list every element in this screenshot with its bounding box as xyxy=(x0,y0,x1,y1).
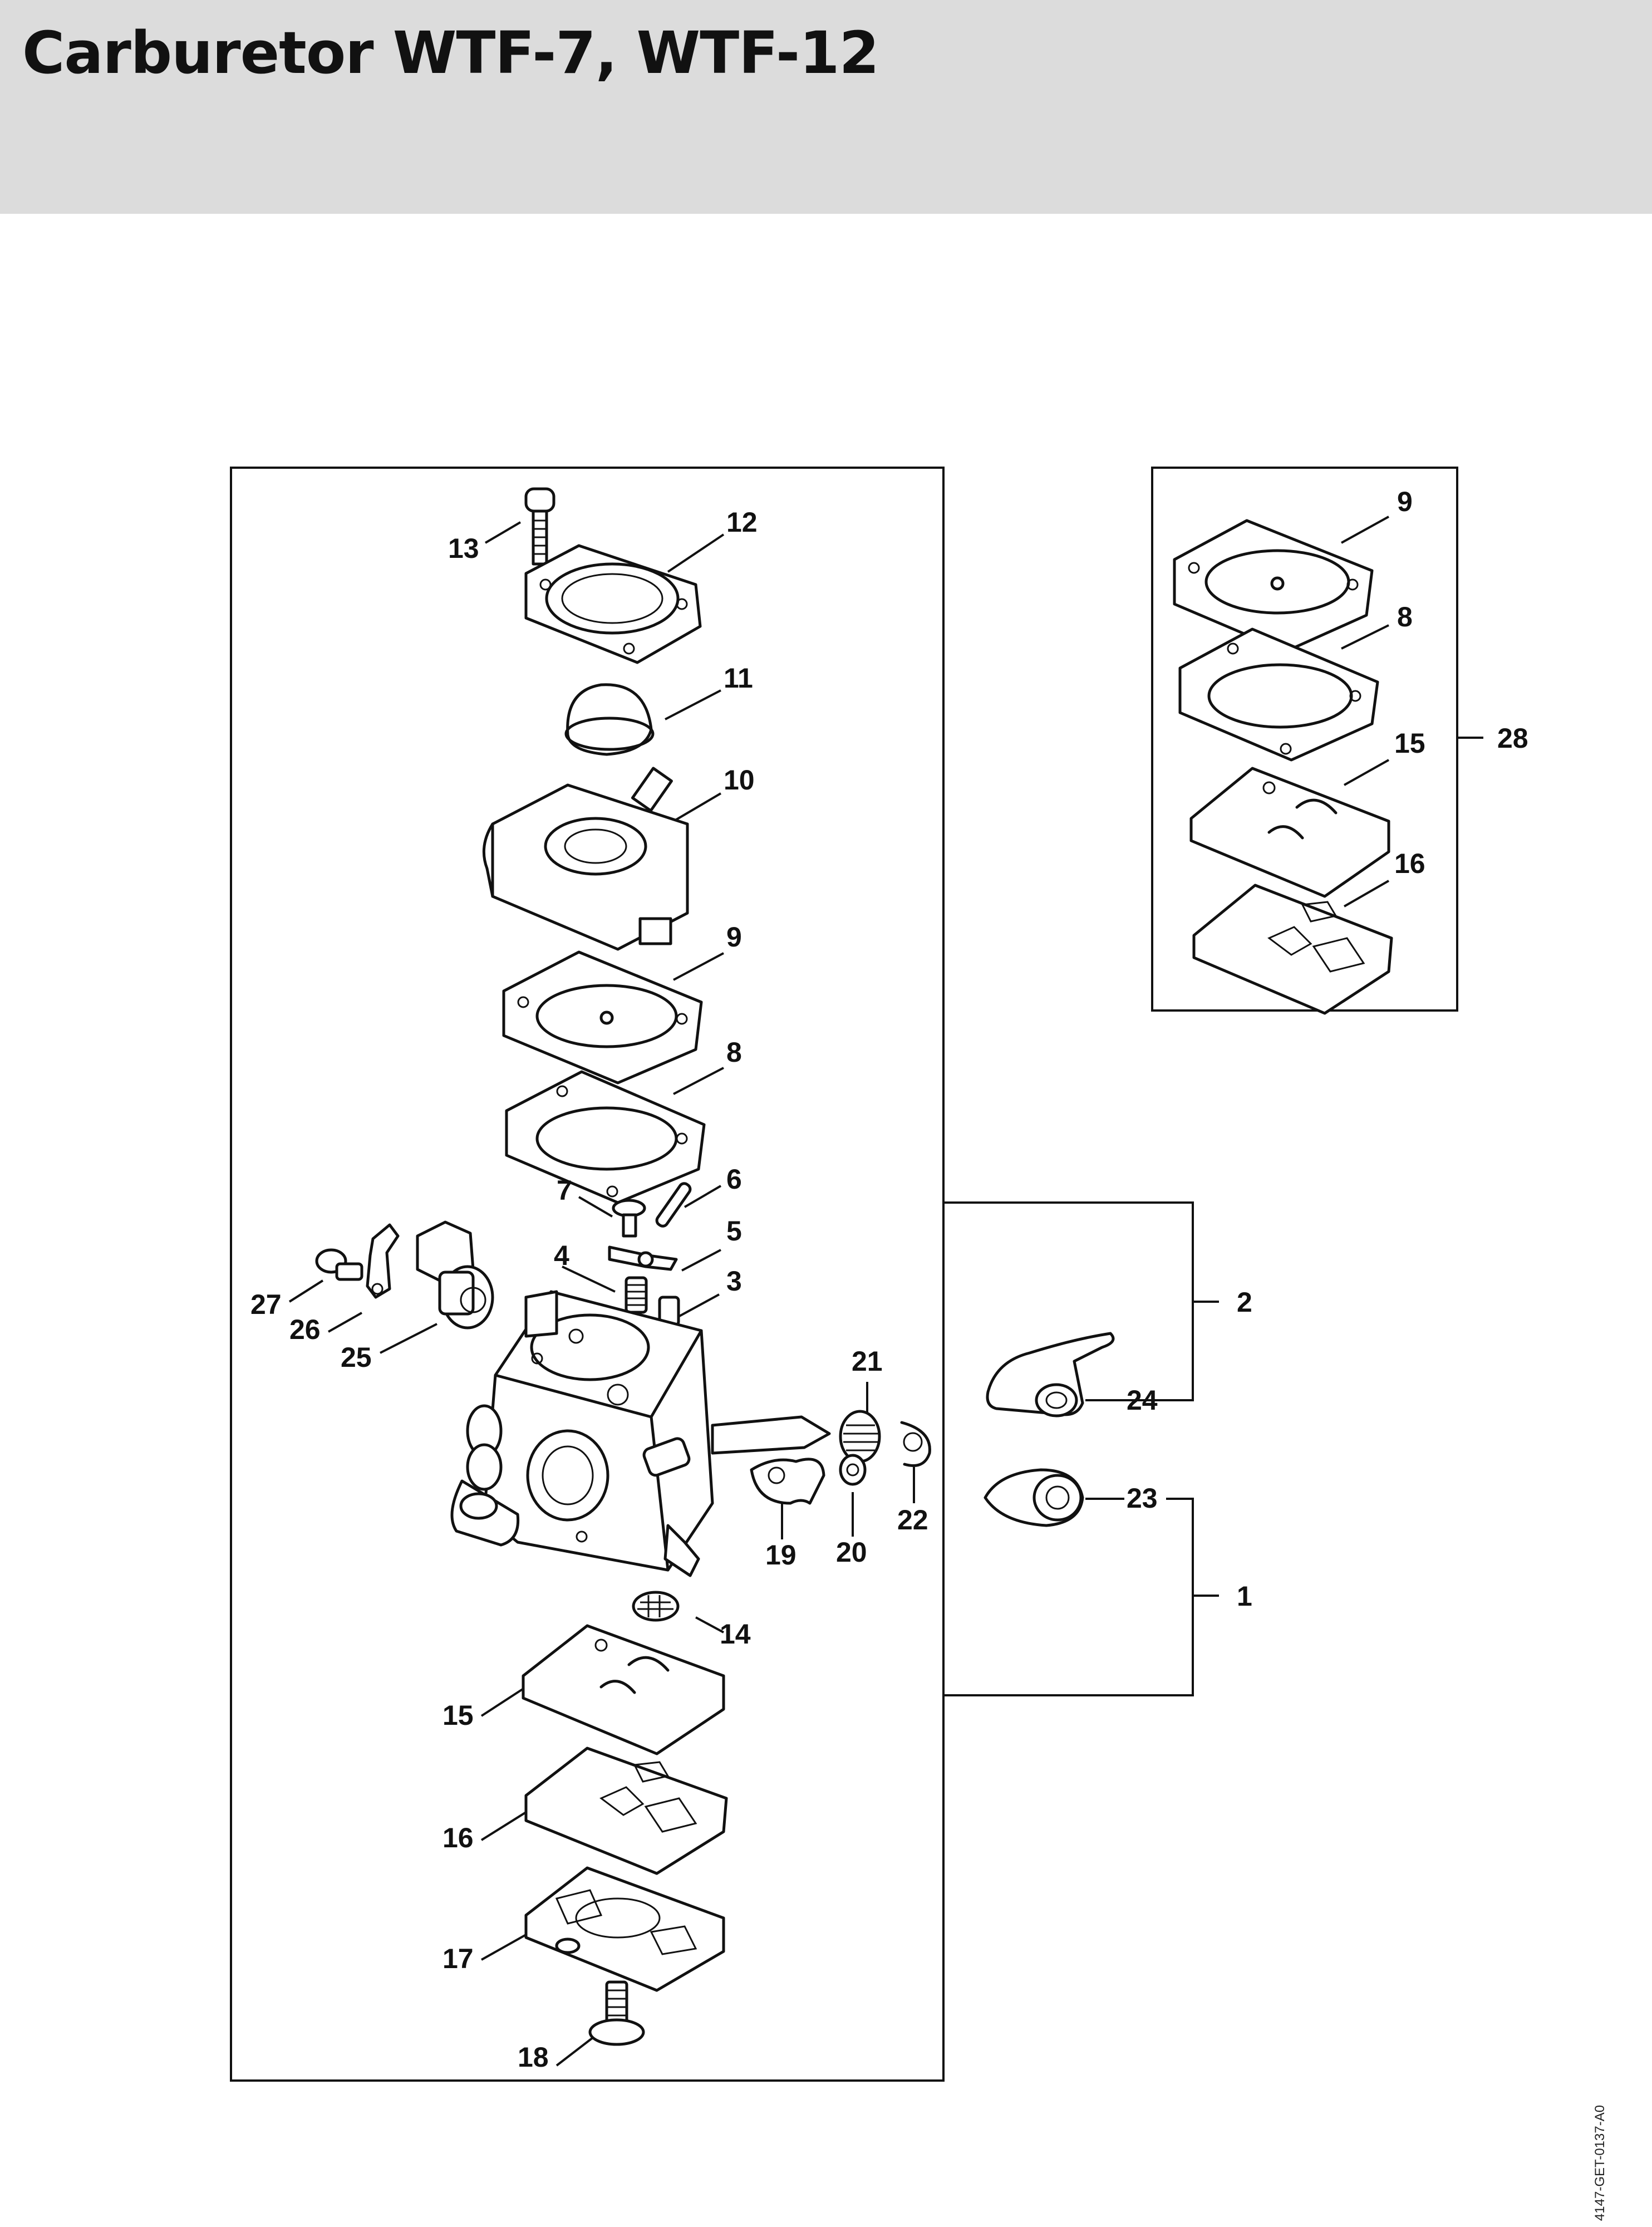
callout-15: 15 xyxy=(442,1700,474,1731)
callout-27: 27 xyxy=(250,1289,282,1320)
switch-25-part xyxy=(416,1220,494,1330)
callout-20: 20 xyxy=(836,1537,867,1568)
kit-callout-16: 16 xyxy=(1394,848,1425,879)
kit-callout-15: 15 xyxy=(1394,728,1425,759)
callout-26: 26 xyxy=(289,1314,321,1345)
screw-7-part xyxy=(612,1199,646,1238)
callout-13: 13 xyxy=(448,533,479,564)
cover-17-part xyxy=(524,1866,725,1992)
callout-14: 14 xyxy=(720,1618,751,1650)
callout-3: 3 xyxy=(726,1265,742,1297)
kit-callout-28: 28 xyxy=(1497,723,1528,754)
kit-callout-8: 8 xyxy=(1397,601,1413,632)
screw-20-part xyxy=(839,1454,867,1486)
pin-6-part xyxy=(655,1182,692,1228)
gasket-8-part xyxy=(505,1070,706,1204)
callout-12: 12 xyxy=(726,507,758,538)
lever-24-part xyxy=(986,1332,1115,1417)
repair-kit-frame xyxy=(1151,467,1458,1012)
image-code-text: 4147-GET-0137-A0 xyxy=(1592,2105,1607,2221)
callout-labels: 13 12 11 10 9 8 7 6 5 4 3 27 26 25 21 19… xyxy=(250,507,1252,2073)
bracket-group-1 xyxy=(943,1498,1219,1696)
callout-8: 8 xyxy=(726,1037,742,1068)
cam-19-part xyxy=(750,1458,825,1505)
diaphragm-15-part xyxy=(522,1624,725,1755)
spring-21-part xyxy=(839,1410,881,1463)
spring-4-part xyxy=(625,1276,648,1314)
callout-25: 25 xyxy=(341,1342,372,1373)
callout-7: 7 xyxy=(557,1175,572,1206)
main-assembly-frame xyxy=(230,467,945,2082)
callout-4: 4 xyxy=(554,1240,569,1271)
clip-26-part xyxy=(366,1223,400,1299)
pump-body-10-part xyxy=(482,767,689,951)
eclip-22-part xyxy=(900,1421,931,1467)
cam-23-part xyxy=(984,1468,1084,1527)
callout-10: 10 xyxy=(724,764,755,796)
callout-19: 19 xyxy=(765,1539,796,1571)
primer-bulb-11-part xyxy=(564,683,655,756)
gasket-16-part xyxy=(524,1747,728,1875)
callout-22: 22 xyxy=(897,1504,928,1536)
kit-diaphragm-9-part xyxy=(1173,519,1374,653)
callout-5: 5 xyxy=(726,1215,742,1247)
callout-9: 9 xyxy=(726,921,742,953)
kit-callout-9: 9 xyxy=(1397,486,1413,517)
callout-11: 11 xyxy=(724,663,753,694)
leader-lines xyxy=(288,516,1389,2067)
callout-1: 1 xyxy=(1237,1581,1252,1612)
callout-2: 2 xyxy=(1237,1287,1252,1318)
screw-13-part xyxy=(524,487,555,566)
callout-23: 23 xyxy=(1127,1483,1158,1514)
kit-diaphragm-15-part xyxy=(1189,767,1390,898)
callout-16: 16 xyxy=(442,1822,474,1853)
callout-21: 21 xyxy=(852,1346,883,1377)
kit-gasket-8-part xyxy=(1178,627,1379,762)
callout-24: 24 xyxy=(1127,1385,1158,1416)
cover-plate-12-part xyxy=(524,544,702,664)
kit-gasket-16-part xyxy=(1192,884,1393,1015)
callout-6: 6 xyxy=(726,1164,742,1195)
image-code-label: 4147-GET-0137-A0 xyxy=(1589,2099,1611,2227)
filter-screen-14-part xyxy=(632,1591,680,1622)
kit-callout-labels: 9 8 15 16 28 xyxy=(1394,486,1528,879)
header-band: Carburetor WTF-7, WTF-12 xyxy=(0,0,1652,214)
lever-5-part xyxy=(608,1245,678,1271)
screw-27-part xyxy=(315,1248,363,1281)
bracket-group-2 xyxy=(943,1201,1219,1401)
carburetor-body-part xyxy=(450,1290,831,1577)
screw-18-part xyxy=(588,1980,645,2046)
callout-18: 18 xyxy=(518,2042,549,2073)
diaphragm-9-part xyxy=(502,950,703,1085)
callout-17: 17 xyxy=(442,1943,474,1974)
page-title: Carburetor WTF-7, WTF-12 xyxy=(22,19,879,87)
